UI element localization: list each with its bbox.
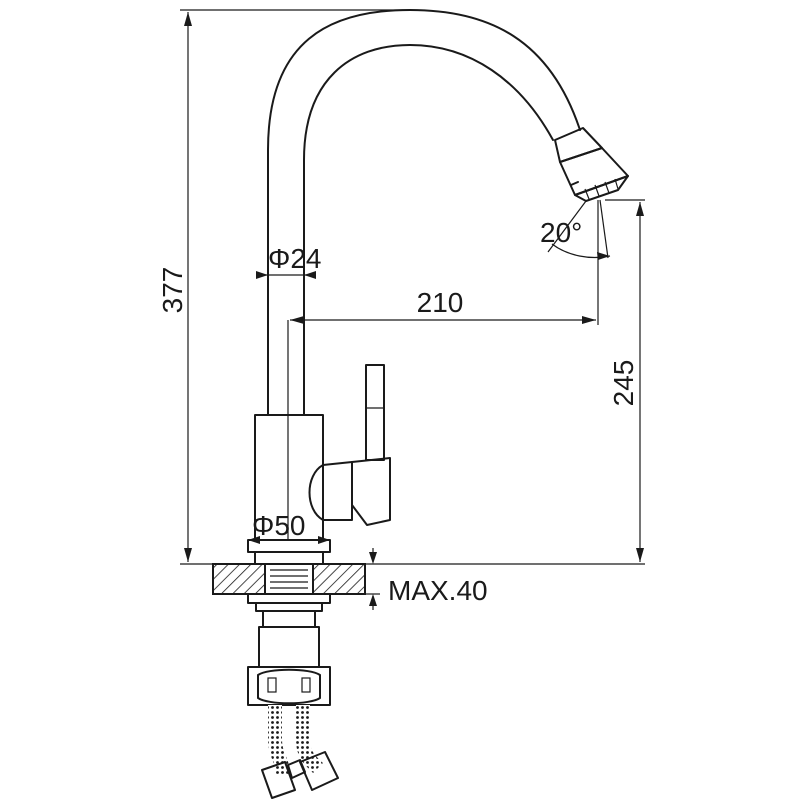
dimension-spout-diameter: Φ24 <box>256 243 321 279</box>
base-diameter-label: Φ50 <box>252 510 305 541</box>
dimension-spout-height: 245 <box>605 199 645 562</box>
mounting-shank <box>247 593 331 706</box>
deck-section <box>212 563 366 595</box>
max-deck-thickness-label: MAX.40 <box>388 575 488 606</box>
supply-hoses <box>261 705 339 799</box>
dimension-total-height: 377 <box>157 9 410 562</box>
total-height-label: 377 <box>157 267 188 314</box>
aerator-head <box>554 127 629 202</box>
lever-handle <box>308 364 391 526</box>
dimension-max-deck-thickness: MAX.40 <box>365 548 488 610</box>
dimension-base-diameter: Φ50 <box>248 510 330 544</box>
spout-gooseneck <box>267 9 581 416</box>
base-flange <box>247 539 331 565</box>
dimension-spray-angle: 20° <box>540 199 611 260</box>
spray-angle-label: 20° <box>540 217 582 248</box>
dimension-reach: 210 <box>290 200 599 325</box>
spout-diameter-label: Φ24 <box>268 243 321 274</box>
spout-height-label: 245 <box>608 360 639 407</box>
reach-label: 210 <box>417 287 464 318</box>
